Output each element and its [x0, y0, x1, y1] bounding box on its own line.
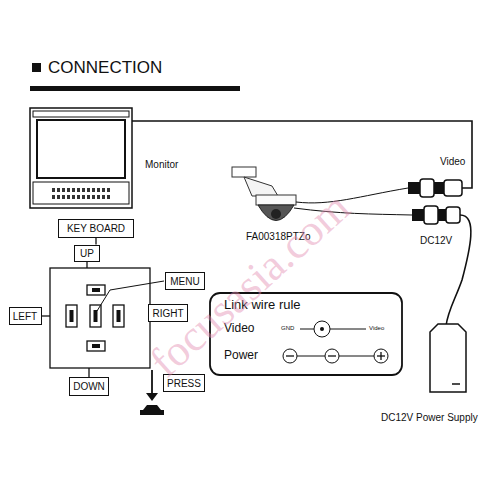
part-label: GND	[281, 325, 294, 332]
monitor-button	[57, 188, 60, 192]
key-box: DOWN	[69, 377, 109, 396]
part-label: Video	[369, 325, 384, 332]
monitor-button	[97, 188, 100, 192]
part-label: Power	[224, 349, 258, 362]
monitor-button	[77, 188, 80, 192]
monitor-button	[67, 195, 70, 199]
part-label: Monitor	[145, 159, 178, 170]
monitor-button	[62, 195, 65, 199]
monitor-button	[102, 188, 105, 192]
monitor-button	[52, 188, 55, 192]
monitor-button	[52, 195, 55, 199]
box-text: DOWN	[73, 381, 105, 392]
key-box: MENU	[165, 272, 205, 290]
monitor-button	[107, 195, 110, 199]
monitor-button	[102, 195, 105, 199]
monitor-button	[77, 195, 80, 199]
monitor-button	[92, 195, 95, 199]
box-text: LEFT	[13, 311, 37, 322]
monitor-button	[72, 195, 75, 199]
monitor-button	[87, 195, 90, 199]
monitor-button	[92, 188, 95, 192]
title: CONNECTION	[48, 59, 162, 78]
connector	[95, 238, 96, 245]
monitor-button	[87, 188, 90, 192]
monitor-button	[57, 195, 60, 199]
monitor-button	[72, 188, 75, 192]
part-label: Video	[440, 156, 465, 167]
monitor-button	[82, 195, 85, 199]
monitor-button	[107, 188, 110, 192]
monitor-button	[97, 195, 100, 199]
part-label: DC12V	[420, 235, 452, 246]
key-box: UP	[74, 245, 100, 262]
key-box: KEY BOARD	[58, 219, 134, 238]
monitor-button	[62, 188, 65, 192]
box-text: MENU	[170, 276, 199, 287]
monitor-button	[67, 188, 70, 192]
box-text: UP	[80, 248, 94, 259]
key-box: LEFT	[9, 307, 42, 325]
part-label: DC12V Power Supply	[381, 412, 478, 423]
box-text: KEY BOARD	[67, 223, 125, 234]
monitor-button	[82, 188, 85, 192]
